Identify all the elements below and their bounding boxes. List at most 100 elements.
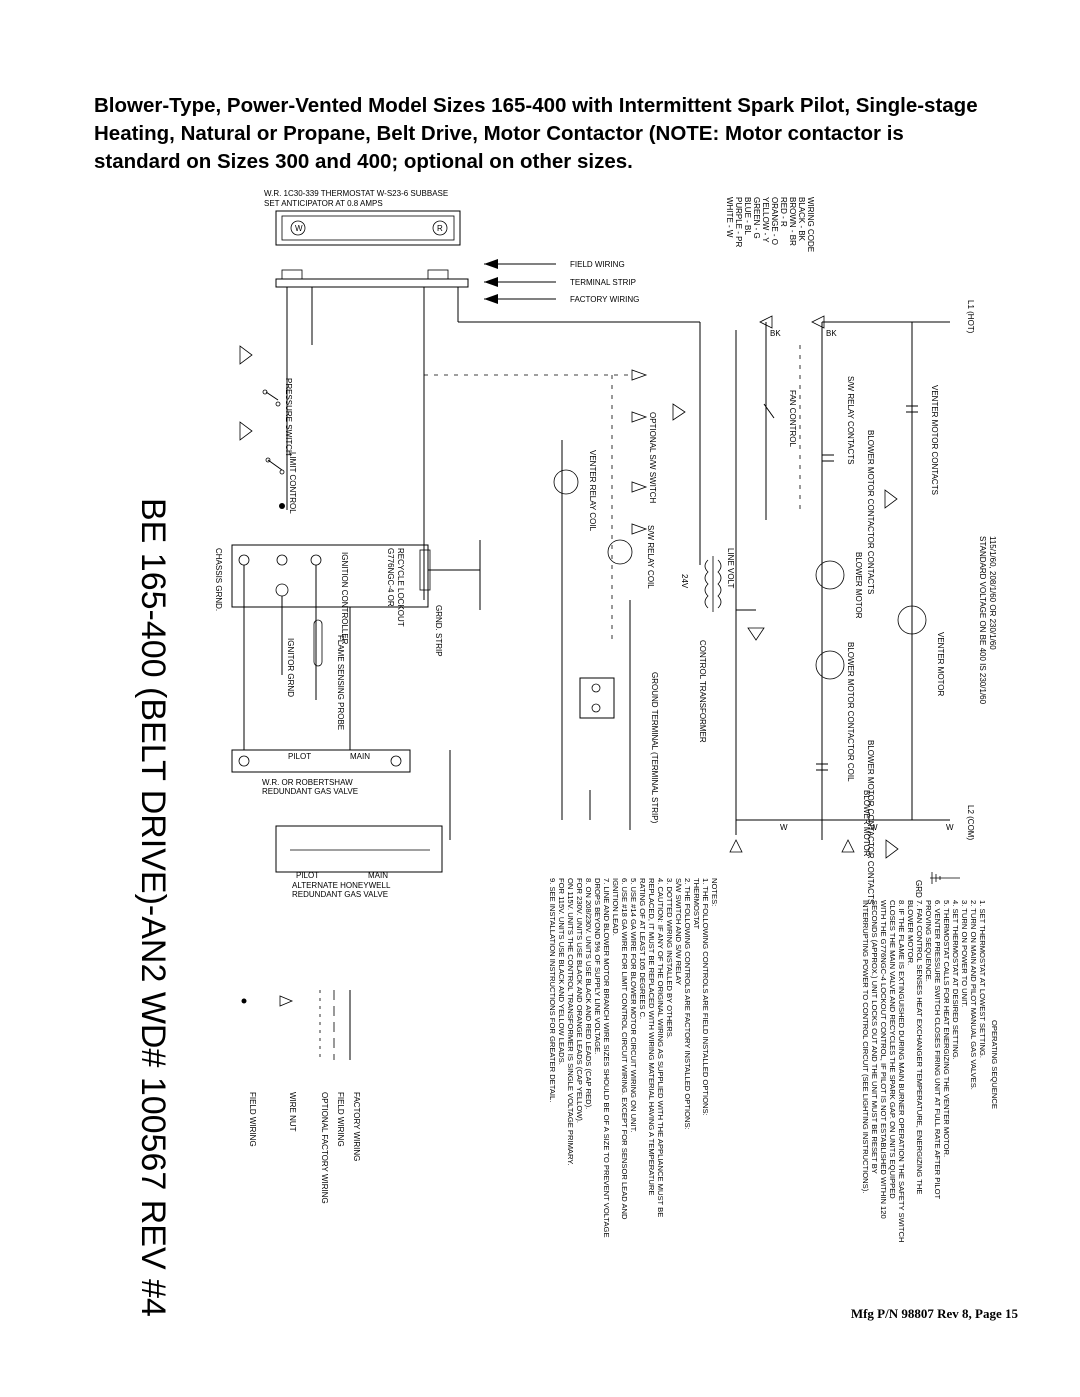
blower-contactor-contacts-label: BLOWER MOTOR CONTACTOR CONTACTS (866, 430, 875, 594)
note-item: REPLACED, IT MUST BE REPLACED WITH WIRIN… (647, 878, 656, 1195)
operating-sequence: OPERATING SEQUENCE 1. SET THERMOSTAT AT … (861, 900, 999, 1242)
sequence-item: 7. FAN CONTROL SENSES HEAT EXCHANGER TEM… (915, 900, 924, 1194)
blower-motor-label: BLOWER MOTOR (854, 552, 863, 619)
pressure-switch-label: PRESSURE SWITCH (284, 378, 293, 456)
title-line-3: standard on Sizes 300 and 400; optional … (94, 150, 633, 173)
note-1-marker (239, 345, 253, 365)
wiring-code-entry: ORANGE - O (770, 197, 779, 245)
note-item: THERMOSTAT (692, 878, 701, 930)
sw-relay-coil-label: S/W RELAY COIL (646, 525, 655, 589)
field-wiring-dot (241, 998, 247, 1004)
com-label: L2 (COM) (966, 805, 975, 840)
wiring-code-entry: BROWN - BR (788, 197, 797, 246)
notes-heading: NOTES: (710, 878, 719, 906)
control-transformer (704, 556, 722, 612)
com-w: W (870, 823, 878, 832)
sequence-item: PROVING SEQUENCE. (924, 900, 933, 982)
optional-sw-switch-label: OPTIONAL S/W SWITCH (648, 412, 657, 503)
sequence-item: CLOSES THE MAIN VALVE AND RECYCLES THE S… (888, 900, 897, 1199)
note-item: FOR 230V. UNITS USE BLACK AND ORANGE LEA… (575, 878, 584, 1123)
page-title: Blower-Type, Power-Vented Model Sizes 16… (94, 92, 1034, 176)
sequence-item: 1. SET THERMOSTAT AT LOWEST SETTING. (978, 900, 987, 1058)
legend-terminal-strip: TERMINAL STRIP (570, 278, 636, 287)
sw-relay-contacts-label: S/W RELAY CONTACTS (846, 376, 855, 464)
honeywell-pilot: PILOT (296, 871, 319, 880)
thermostat-terminal-r (432, 220, 448, 236)
legend-field-wiring-dot: FIELD WIRING (248, 1092, 257, 1147)
wiring-code-entry: BLUE - BL (743, 197, 752, 235)
blower-motor-lower: BLOWER MOTOR (862, 790, 871, 857)
control-transformer-label: CONTROL TRANSFORMER (698, 640, 707, 743)
standard-voltage-label: 115/1/60, 208/1/60 OR 230/1/60 (988, 536, 997, 650)
venter-motor (897, 605, 927, 635)
thermostat-w-label: W (295, 224, 303, 233)
note-item: FOR 115V. UNITS USE BLACK AND YELLOW LEA… (557, 878, 566, 1065)
sequence-item: 3. TURN ON POWER TO UNIT. (960, 900, 969, 1007)
venter-motor-contacts-label: VENTER MOTOR CONTACTS (930, 385, 939, 495)
thermostat-terminal-w (290, 220, 306, 236)
hot-bk: BK (770, 329, 781, 338)
wiring-code-entry: GREEN - G (752, 197, 761, 239)
note-1-marker (239, 421, 253, 441)
sequence-item: 6. VENTER PRESSURE SWITCH CLOSES FIRING … (933, 900, 942, 1200)
honeywell-valve (275, 825, 443, 873)
legend-field-wiring-bottom: FIELD WIRING (336, 1092, 345, 1147)
standard-voltage-note: STANDARD VOLTAGE ON BE 400 IS 230/1/60 (978, 536, 987, 705)
note-item: ON 115V. UNITS THE CONTROL TRANSFORMER I… (566, 878, 575, 1166)
flame-probe-label: FLAME SENSING PROBE (336, 635, 345, 730)
ground-terminal-label: GROUND TERMINAL (TERMINAL STRIP) (650, 672, 659, 824)
gas-valve-pilot: PILOT (288, 752, 311, 761)
gas-valve-label-2: REDUNDANT GAS VALVE (262, 787, 358, 796)
note-item: 1. THE FOLLOWING CONTROLS ARE FIELD INST… (701, 878, 710, 1116)
note-2-marker (884, 489, 898, 509)
terminal-strip (275, 278, 469, 288)
wiring-code-heading: WIRING CODE (806, 197, 815, 252)
note-item: 4. CAUTION: IF ANY OF THE ORIGINAL WIRIN… (656, 878, 665, 1217)
wiring-code: WIRING CODE BLACK - BK BROWN - BR RED - … (725, 197, 815, 252)
notes: NOTES: 1. THE FOLLOWING CONTROLS ARE FIE… (548, 878, 719, 1238)
thermostat-r-label: R (437, 224, 443, 233)
ignitor-grnd-label: IGNITOR GRND (286, 638, 295, 697)
note-item: S/W SWITCH AND S/W RELAY (674, 878, 683, 985)
legend-optional-factory-wiring: OPTIONAL FACTORY WIRING (320, 1092, 329, 1204)
sequence-item: 8. IF THE FLAME IS EXTINGUISHED DURING M… (897, 900, 906, 1242)
note-item: DROPS BEYOND 5% OF SUPPLY LINE VOLTAGE. (593, 878, 602, 1054)
drawing-number: BE 165-400 (BELT DRIVE)-AN2 WD# 100567 R… (134, 498, 172, 1317)
note-item: 9. SEE INSTALLATION INSTRUCTIONS FOR GRE… (548, 878, 557, 1102)
note-4-marker (672, 403, 686, 421)
page-footer: Mfg P/N 98807 Rev 8, Page 15 (850, 1306, 1018, 1321)
legend-wire-nut: WIRE NUT (288, 1092, 297, 1132)
wiring-code-entry: YELLOW - Y (761, 197, 770, 243)
ignition-recycle-label: RECYCLE LOCKOUT (396, 548, 405, 627)
wiring-code-entry: BLACK - BK (797, 197, 806, 242)
note-item: 7. LINE AND BLOWER MOTOR BRANCH WIRE SIZ… (602, 878, 611, 1238)
grnd-strip-label: GRND. STRIP (434, 605, 443, 657)
gas-valve-label-1: W.R. OR ROBERTSHAW (262, 778, 353, 787)
ignition-model-label: G776NGC-4 OR (386, 548, 395, 607)
line-volt-label: LINE VOLT (726, 548, 735, 588)
sw-relay-coil (607, 539, 633, 565)
sequence-item: 4. SET THERMOSTAT AT DESIRED SETTING. (951, 900, 960, 1060)
note-item: IGNITION LEAD. (611, 878, 620, 936)
thermostat-label-2: SET ANTICIPATOR AT 0.8 AMPS (264, 199, 383, 208)
hot-bk: BK (826, 329, 837, 338)
venter-relay-coil-label: VENTER RELAY COIL (588, 450, 597, 532)
legend-factory-wiring-bottom: FACTORY WIRING (352, 1092, 361, 1161)
note-item: 2. THE FOLLOWING CONTROLS ARE FACTORY IN… (683, 878, 692, 1130)
wire-nut-symbol (279, 995, 294, 1007)
thermostat-box (275, 210, 461, 246)
note-item: 6. USE #18 GA WIRE FOR LIMIT CONTROL CIR… (620, 878, 629, 1220)
gas-valve-main: MAIN (350, 752, 370, 761)
gas-valve (231, 749, 411, 773)
sequence-item: BLOWER MOTOR. (906, 900, 915, 965)
blower-contactor-coil-label: BLOWER MOTOR CONTACTOR COIL (846, 642, 855, 782)
note-3-marker (885, 839, 899, 859)
blower-motor (815, 560, 845, 590)
limit-control (265, 457, 285, 475)
note-item: 3. DOTTED WIRING INSTALLED BY OTHERS. (665, 878, 674, 1039)
blower-contactor-coil (815, 650, 845, 680)
ground-terminal (579, 677, 615, 719)
sequence-item: WITH THE G776NGC-4 LOCKOUT CONTROL, IF P… (879, 900, 888, 1219)
ignition-controller (231, 544, 429, 608)
